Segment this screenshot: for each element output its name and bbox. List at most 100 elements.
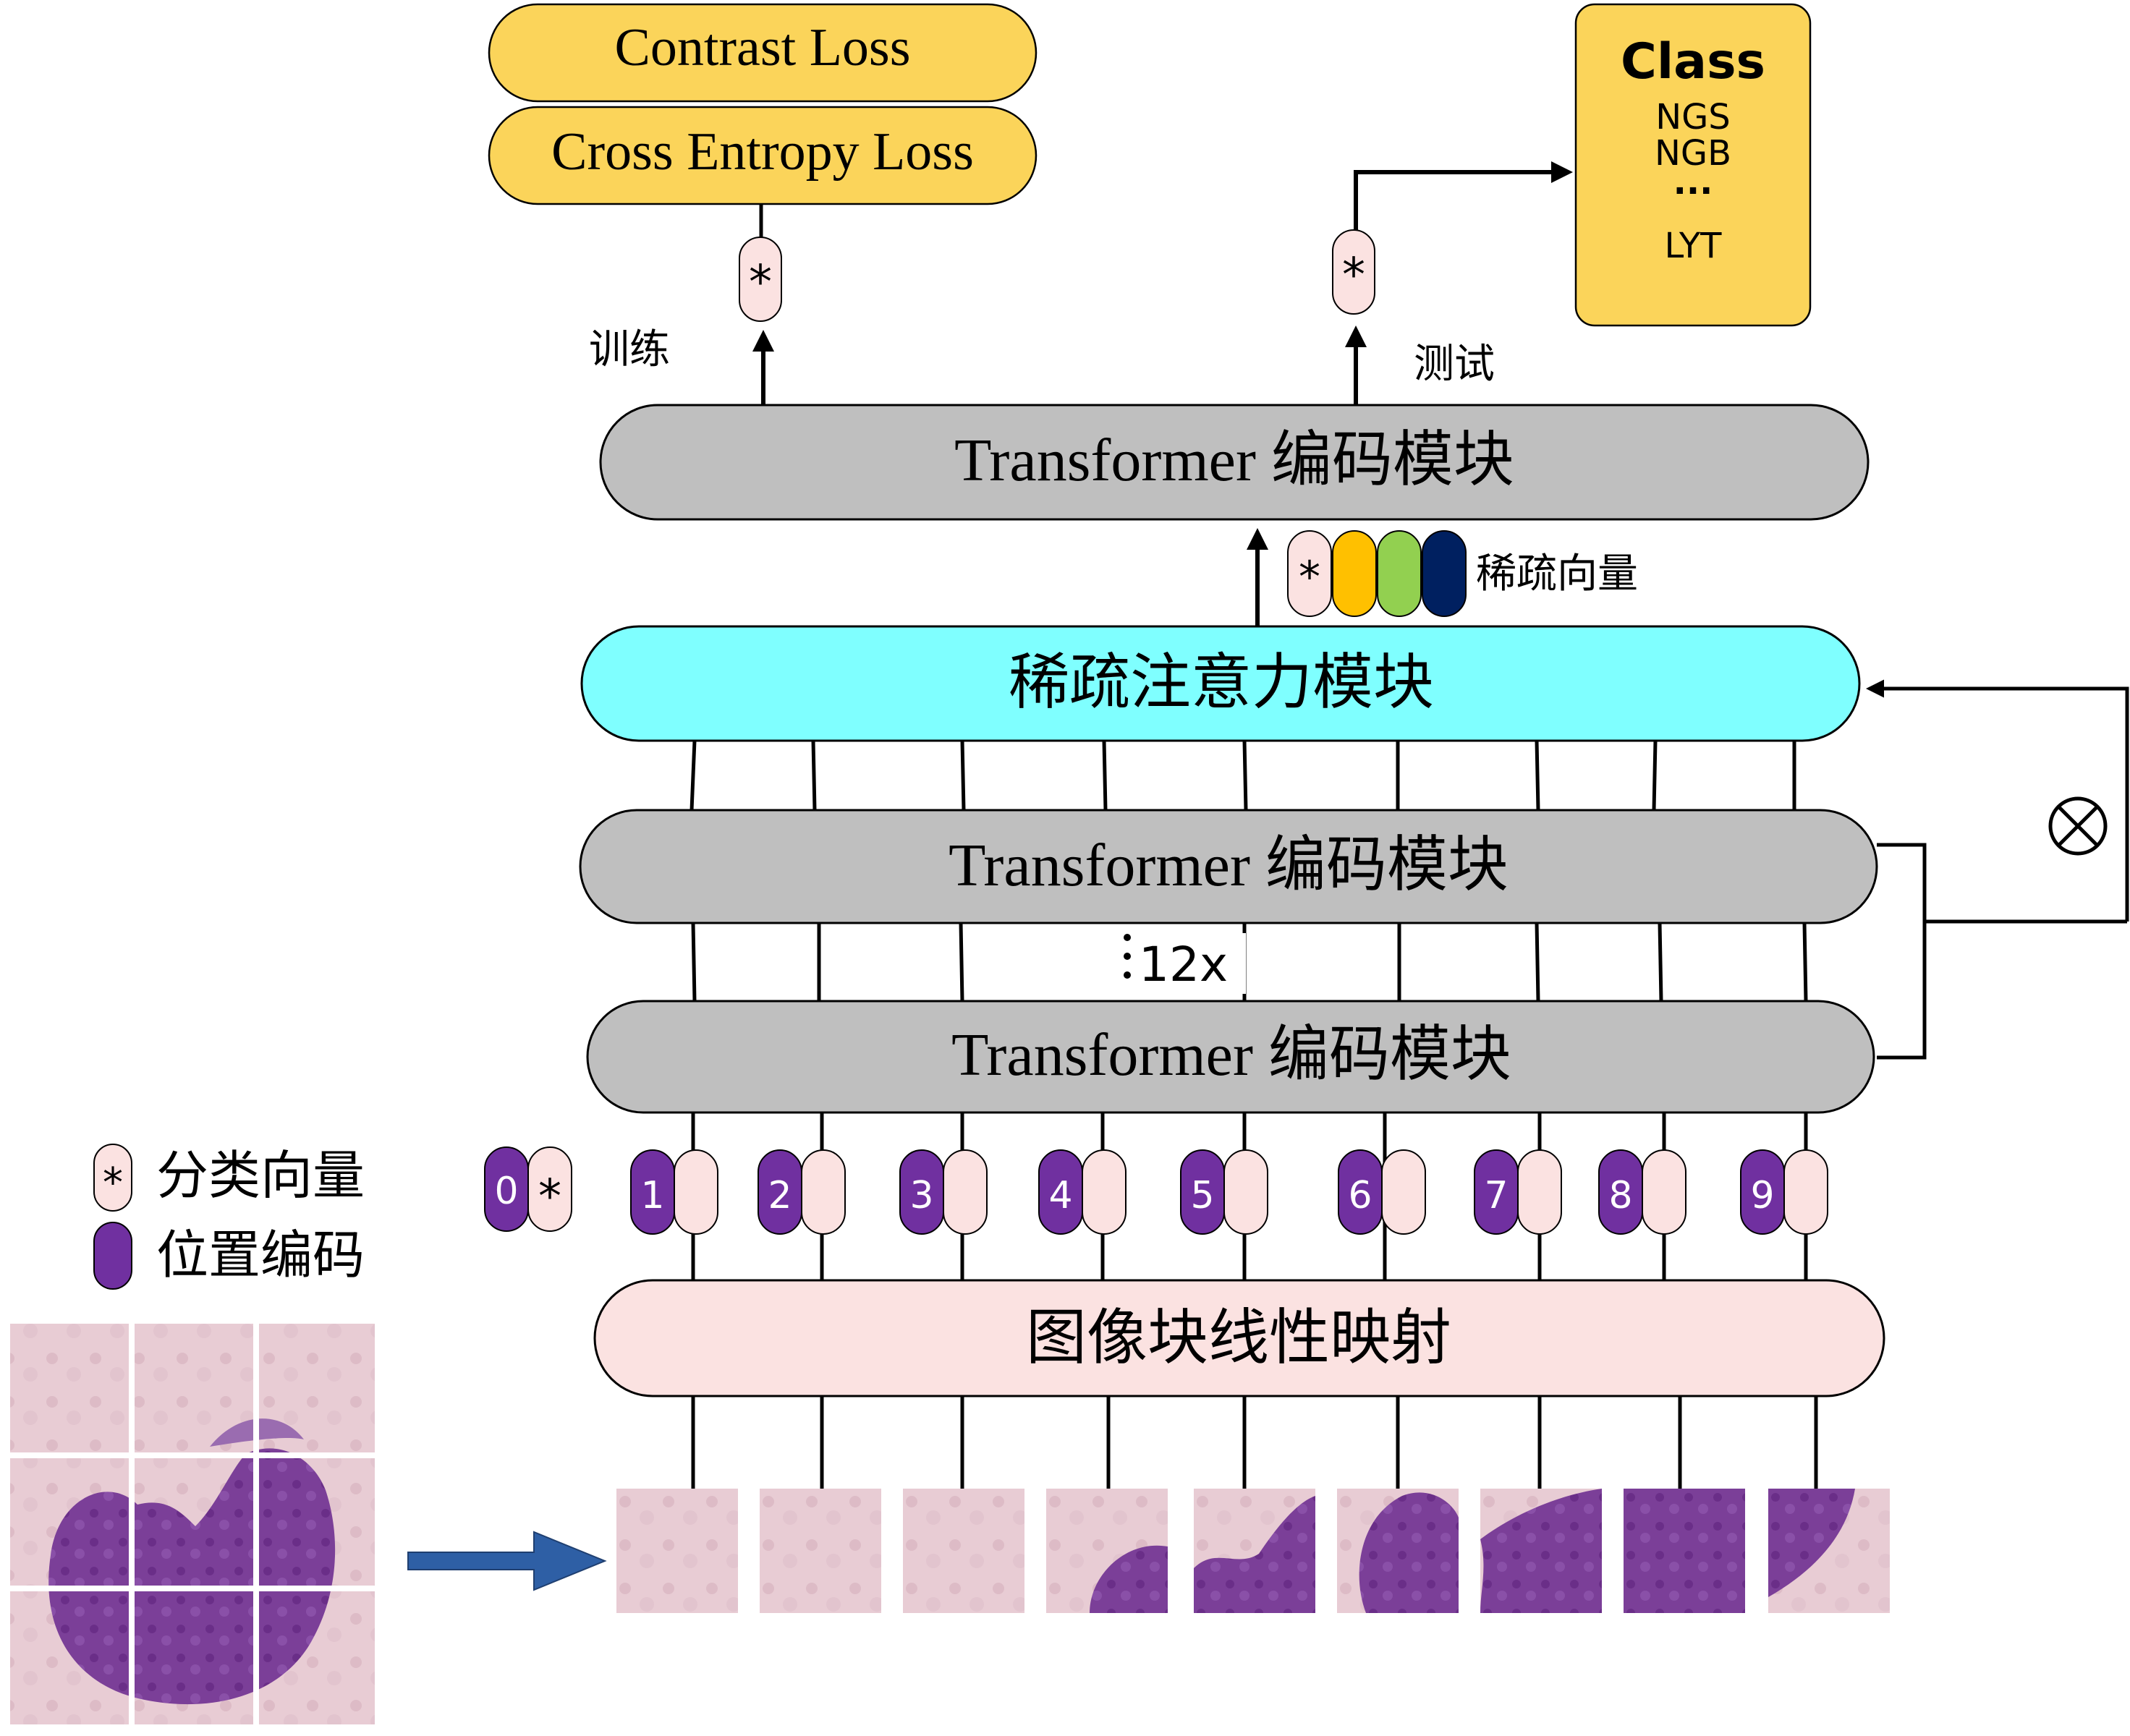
position-token-number: 6	[1348, 1174, 1372, 1217]
patch-image-tile	[616, 1489, 738, 1613]
patch-image-tile	[1480, 1489, 1602, 1613]
position-token-number: 8	[1608, 1174, 1632, 1217]
patch-projection-module: 图像块线性映射	[593, 1279, 1885, 1397]
patch-vector-token	[1381, 1149, 1426, 1235]
class-item-ngb: NGB	[1655, 133, 1731, 174]
patch-image-tile	[1624, 1489, 1745, 1613]
cls-position-number: 0	[494, 1170, 518, 1213]
test-label: 测试	[1414, 341, 1495, 388]
position-token-number: 9	[1750, 1174, 1774, 1217]
stack-connectors	[691, 922, 1808, 1002]
patch-vector-token	[1642, 1149, 1686, 1235]
top-transformer-encoder: Transformer 编码模块	[599, 404, 1870, 521]
class-box: Class NGS NGB ... LYT	[1574, 3, 1812, 327]
position-token	[1038, 1149, 1083, 1235]
patch-projection-label: 图像块线性映射	[1026, 1302, 1451, 1373]
sparse-attention-label: 稀疏注意力模块	[1009, 647, 1434, 718]
transformer-upper-label: Transformer 编码模块	[949, 832, 1509, 899]
patch-vector-token	[1082, 1149, 1126, 1235]
patch-image-row	[616, 1489, 1890, 1613]
cls-position-pair: 0 *	[484, 1146, 572, 1232]
patch-vector-token	[1783, 1149, 1828, 1235]
cross-entropy-loss-label: Cross Entropy Loss	[551, 122, 974, 182]
position-token-number: 4	[1048, 1174, 1072, 1217]
patch-token-pair: 6	[1338, 1149, 1426, 1235]
repeat-label: 12x	[1139, 937, 1228, 992]
patchify-arrow	[407, 1531, 607, 1591]
transformer-encoder-lower: Transformer 编码模块	[586, 1000, 1875, 1114]
train-cls-token	[739, 237, 782, 322]
cls-class-symbol: *	[538, 1170, 561, 1224]
top-transformer-label: Transformer 编码模块	[954, 427, 1514, 494]
position-token-number: 5	[1190, 1174, 1214, 1217]
patch-vector-token	[1517, 1149, 1562, 1235]
position-token-number: 1	[640, 1174, 664, 1217]
patch-token-pair: 2	[758, 1149, 846, 1235]
patch-vector-token	[674, 1149, 718, 1235]
patch-image-tile	[903, 1489, 1024, 1613]
position-token-number: 7	[1484, 1174, 1508, 1217]
position-token-number: 2	[768, 1174, 792, 1217]
patch-image-tile	[1194, 1489, 1315, 1613]
patch-token-pair: 7	[1474, 1149, 1562, 1235]
class-item-ellipsis: ...	[1673, 162, 1713, 203]
multiply-icon	[2048, 796, 2108, 856]
position-token	[1180, 1149, 1225, 1235]
legend-position-encoding-label: 位置编码	[156, 1225, 365, 1285]
repeat-indicator: 12x	[1123, 933, 1246, 994]
class-title: Class	[1621, 33, 1765, 90]
train-path: * 训练	[589, 204, 782, 405]
position-token	[1598, 1149, 1643, 1235]
position-token	[899, 1149, 944, 1235]
patch-token-pair: 1	[630, 1149, 718, 1235]
sparse-vector: * 稀疏向量	[1287, 530, 1638, 617]
sparse-token-green	[1377, 530, 1422, 617]
sparse-token-orange	[1332, 530, 1377, 617]
sparse-token-navy	[1422, 530, 1467, 617]
feedback-path	[1866, 679, 2129, 1060]
patch-vector-token	[1223, 1149, 1268, 1235]
patch-token-pair: 8	[1598, 1149, 1686, 1235]
patch-image-tile	[1046, 1489, 1168, 1613]
position-token	[1740, 1149, 1785, 1235]
patch-token-pair: 4	[1038, 1149, 1126, 1235]
test-cls-symbol: *	[1342, 249, 1365, 302]
sparse-token-cls-symbol: *	[1299, 552, 1320, 603]
patch-image-tile	[1337, 1489, 1459, 1613]
position-token	[1338, 1149, 1383, 1235]
contrast-loss-box: Contrast Loss	[488, 3, 1038, 103]
legend-class-vector-symbol: *	[103, 1160, 123, 1207]
position-token	[758, 1149, 802, 1235]
position-token	[1474, 1149, 1519, 1235]
class-item-lyt: LYT	[1664, 226, 1722, 266]
patch-image-tile	[760, 1489, 881, 1613]
patch-token-pair: 9	[1740, 1149, 1828, 1235]
legend-class-vector-swatch	[93, 1144, 132, 1212]
contrast-loss-label: Contrast Loss	[614, 18, 910, 77]
cell-image	[10, 1324, 375, 1724]
train-cls-symbol: *	[749, 256, 772, 310]
legend-class-vector-label: 分类向量	[156, 1145, 365, 1206]
patch-image-tile	[1768, 1489, 1890, 1613]
test-path: * 测试	[1332, 161, 1573, 405]
transformer-encoder-upper: Transformer 编码模块	[579, 809, 1878, 924]
cls-class-token	[527, 1146, 572, 1232]
position-token-number: 3	[909, 1174, 933, 1217]
sparse-vector-label: 稀疏向量	[1476, 550, 1638, 597]
legend-position-encoding-swatch	[93, 1222, 132, 1290]
sparse-attention-module: 稀疏注意力模块	[580, 625, 1861, 742]
sparse-connectors	[690, 740, 1796, 811]
legend: * 分类向量 位置编码	[93, 1144, 365, 1290]
train-label: 训练	[589, 326, 670, 373]
patch-token-pair: 5	[1180, 1149, 1268, 1235]
sparse-token-cls	[1287, 530, 1332, 617]
patch-connectors	[691, 1396, 1818, 1489]
patch-vector-token	[801, 1149, 846, 1235]
patch-vector-token	[943, 1149, 988, 1235]
patch-token-row: 1 2 3 4 5 6 7 8 9	[630, 1149, 1828, 1235]
patch-token-pair: 3	[899, 1149, 988, 1235]
position-token	[630, 1149, 675, 1235]
cross-entropy-loss-box: Cross Entropy Loss	[488, 106, 1038, 205]
transformer-lower-label: Transformer 编码模块	[951, 1021, 1511, 1089]
